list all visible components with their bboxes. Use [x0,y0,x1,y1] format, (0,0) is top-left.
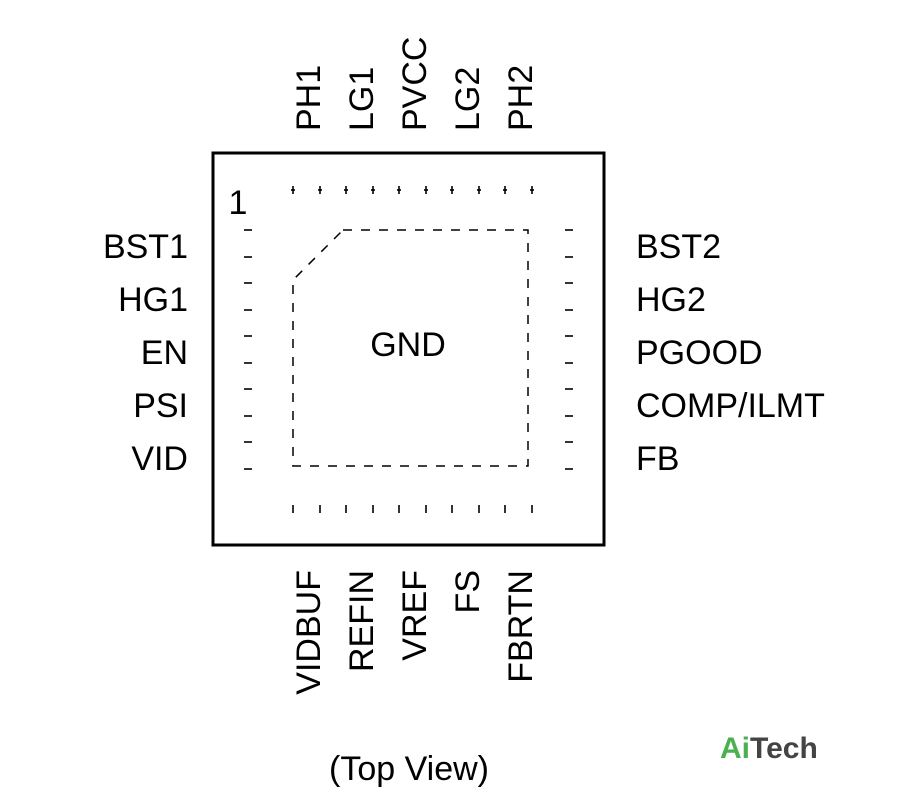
pin-label-left-1: BST1 [103,228,188,266]
top-pins: PH1 LG1 PVCC LG2 PH2 [290,37,540,131]
pin1-marker: 1 [229,184,248,222]
pin-label-right-1: BST2 [636,228,721,266]
pin-label-left-4: PSI [133,387,188,425]
center-pad-label: GND [370,326,446,364]
pin-label-right-4: COMP/ILMT [636,387,825,425]
right-pins: BST2 HG2 PGOOD COMP/ILMT FB [636,228,825,478]
left-pins: BST1 HG1 EN PSI VID [103,228,188,478]
pin-label-top-5: PH2 [502,65,540,131]
pin-label-top-1: PH1 [290,65,328,131]
logo-part-ai: Ai [720,732,750,765]
pin-label-bottom-1: VIDBUF [290,570,328,695]
bottom-pins: VIDBUF REFIN VREF FS FBRTN [290,570,540,695]
pin-label-bottom-4: FS [449,570,487,613]
pin-label-left-5: VID [131,440,188,478]
pin-label-left-2: HG1 [118,281,188,319]
pin-label-right-3: PGOOD [636,334,763,372]
pin-label-right-2: HG2 [636,281,706,319]
pad-marks [244,186,573,513]
logo-part-tech: Tech [750,732,818,765]
pin-label-top-2: LG1 [343,67,381,131]
package-outline [211,151,606,547]
pin-label-bottom-3: VREF [396,570,434,661]
view-caption: (Top View) [329,750,489,788]
pin-label-bottom-2: REFIN [343,570,381,672]
pin-label-top-3: PVCC [396,37,434,131]
aitech-logo: AiTech [720,732,818,765]
pin-label-right-5: FB [636,440,679,478]
pin-label-left-3: EN [141,334,188,372]
pin-label-top-4: LG2 [449,67,487,131]
exposed-pad-outline [292,229,529,467]
pin-label-bottom-5: FBRTN [502,570,540,683]
